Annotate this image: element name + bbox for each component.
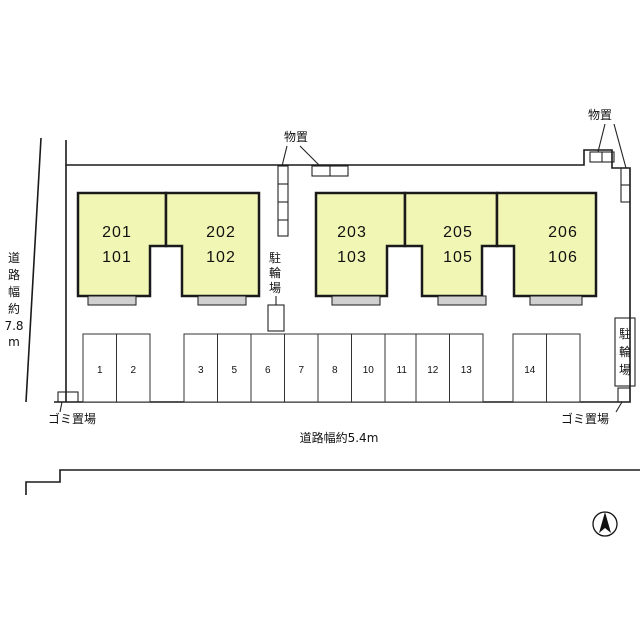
garbage-left-label: ゴミ置場 — [48, 411, 96, 426]
parking-space-number: 12 — [427, 365, 439, 376]
parking-space-number: 14 — [524, 365, 536, 376]
unit-outline — [314, 191, 407, 298]
unit-number-lower: 102 — [206, 249, 236, 266]
unit-number-lower: 101 — [102, 249, 132, 266]
parking-space: 11 — [384, 333, 419, 403]
parking-space: 12 — [415, 333, 450, 403]
balcony — [437, 295, 487, 306]
unit-number-lower: 103 — [337, 249, 367, 266]
storage-left-label: 物置 — [284, 130, 308, 144]
unit-outline — [495, 191, 598, 298]
side-road-width-label: 道 路 幅 約 7.8 m — [4, 251, 23, 349]
parking-space: 2 — [116, 333, 151, 403]
parking-space-outline — [116, 333, 151, 403]
svg-text:駐: 駐 — [269, 250, 281, 265]
svg-text:7.8: 7.8 — [4, 319, 23, 333]
unit-number-upper: 206 — [548, 224, 578, 241]
parking-space-outline — [415, 333, 450, 403]
garbage-right-label: ゴミ置場 — [561, 411, 609, 426]
parking-space: 13 — [449, 333, 484, 403]
balcony — [197, 295, 247, 306]
front-road-width-label: 道路幅約5.4m — [300, 430, 379, 445]
parking-space-outline — [512, 333, 547, 403]
unit-number-lower: 106 — [548, 249, 578, 266]
parking-space-number: 6 — [265, 365, 271, 376]
parking-space: 5 — [217, 333, 252, 403]
svg-text:約: 約 — [8, 301, 20, 316]
garbage-left-area — [57, 391, 79, 403]
storage-left-shed — [277, 145, 349, 237]
svg-text:輪: 輪 — [619, 344, 631, 359]
unit-number-lower: 105 — [443, 249, 473, 266]
unit-outline — [403, 191, 499, 298]
garbage-right-area — [617, 387, 631, 403]
parking-space-outline — [183, 333, 218, 403]
storage-right-shed — [589, 123, 631, 203]
parking-space: 6 — [250, 333, 285, 403]
parking-space-outline — [284, 333, 319, 403]
storage-right-label: 物置 — [588, 108, 612, 122]
svg-text:場: 場 — [619, 363, 631, 377]
svg-text:道: 道 — [8, 251, 20, 265]
parking-space-outline — [546, 333, 581, 403]
balcony — [331, 295, 381, 306]
parking-space-number: 11 — [397, 365, 408, 376]
parking-space-number: 7 — [298, 365, 304, 376]
parking-space-outline — [384, 333, 419, 403]
parking-space-number: 1 — [97, 365, 103, 376]
parking-space-outline — [449, 333, 484, 403]
side-road-edge — [25, 137, 42, 403]
parking-space-outline — [250, 333, 285, 403]
svg-text:m: m — [8, 335, 20, 349]
balcony — [87, 295, 137, 306]
north-arrow-icon — [592, 511, 618, 537]
svg-text:駐: 駐 — [619, 326, 631, 341]
parking-space-number: 10 — [363, 365, 375, 376]
unit-number-upper: 201 — [102, 224, 132, 241]
front-road-far-edge — [25, 469, 640, 495]
svg-text:路: 路 — [8, 267, 20, 282]
parking-space-number: 2 — [130, 365, 136, 376]
parking-space: 14 — [512, 333, 547, 403]
parking-space: 1 — [82, 333, 117, 403]
parking-space: 10 — [351, 333, 386, 403]
balcony — [529, 295, 583, 306]
parking-space: 8 — [317, 333, 352, 403]
bike-parking-center-area — [267, 304, 285, 332]
parking-space-outline — [82, 333, 117, 403]
parking-space-number: 3 — [198, 365, 204, 376]
parking-space-outline — [217, 333, 252, 403]
parking-space: 7 — [284, 333, 319, 403]
garbage-right-leader — [615, 401, 623, 413]
unit-outline — [164, 191, 261, 298]
bike-parking-right-area — [614, 317, 636, 387]
bike-parking-center-label: 駐 輪 場 — [269, 250, 281, 295]
svg-text:幅: 幅 — [8, 284, 20, 299]
parking-space — [546, 333, 581, 403]
unit-number-upper: 203 — [337, 224, 367, 241]
parking-space: 3 — [183, 333, 218, 403]
bike-parking-right-label: 駐 輪 場 — [619, 326, 631, 377]
unit-number-upper: 202 — [206, 224, 236, 241]
garbage-left-leader — [59, 401, 63, 413]
parking-space-number: 5 — [231, 365, 237, 376]
unit-number-upper: 205 — [443, 224, 473, 241]
parking-space-outline — [351, 333, 386, 403]
parking-space-number: 8 — [332, 365, 338, 376]
unit-outline — [76, 191, 168, 298]
svg-text:場: 場 — [269, 281, 281, 295]
parking-space-number: 13 — [461, 365, 473, 376]
svg-text:輪: 輪 — [269, 265, 281, 280]
site-boundary — [65, 140, 631, 403]
